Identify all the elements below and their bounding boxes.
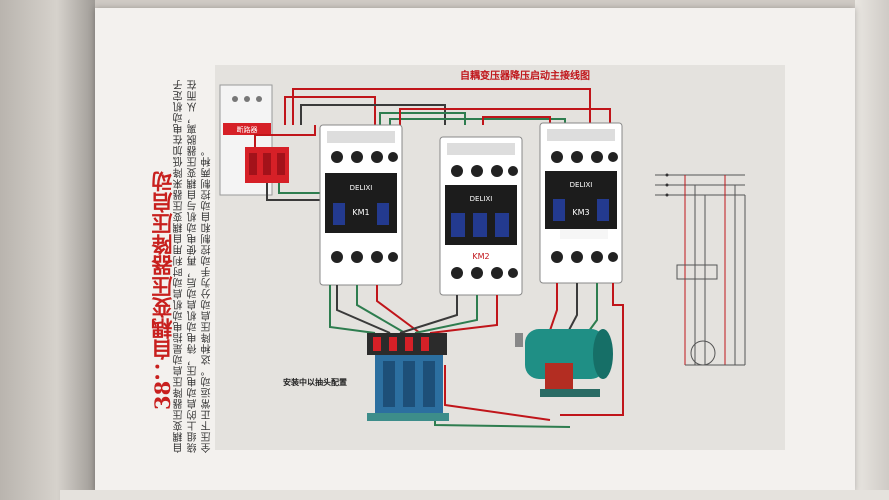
wiring-diagram: 自耦变压器降压启动主接线图 断路器	[215, 65, 785, 450]
km1-brand: DELIXI	[350, 184, 373, 192]
book-left-edge	[0, 0, 95, 500]
contactor-km1: DELIXI KM1	[319, 124, 403, 286]
schematic-diagram	[655, 174, 746, 366]
contactor-km2: DELIXI KM2	[439, 136, 523, 296]
body-text-line-2: 绕组上的启动电压，待电动机启动后，再使电动机与自耦变压器脱离，从而在	[188, 79, 199, 453]
autotransformer: 安装中以抽头配置	[283, 333, 449, 421]
km1-label: KM1	[352, 208, 369, 217]
top-bus-wires	[284, 88, 611, 125]
page-bottom-edge	[60, 490, 889, 500]
figure-title: 自耦变压器降压启动主接线图	[460, 69, 590, 82]
breaker-label: 断路器	[237, 125, 258, 134]
transformer-label: 安装中以抽头配置	[283, 377, 347, 387]
km3-brand: DELIXI	[570, 181, 593, 189]
circuit-breaker: 断路器	[219, 84, 289, 196]
lower-wires	[329, 283, 624, 428]
body-text-line-1: 自耦变压器降压启动是指电动机启动时利用自耦变压器来降低加在电动机定子	[174, 79, 185, 453]
km2-brand: DELIXI	[470, 195, 493, 203]
book-right-edge	[855, 0, 889, 500]
motor	[515, 329, 613, 397]
km3-label: KM3	[572, 208, 589, 217]
body-text-line-3: 全压下正常运动。这种降压启动分为手动控制和自动控制两种。	[202, 145, 213, 453]
km2-label: KM2	[472, 252, 489, 261]
contactor-km3: DELIXI KM3	[539, 122, 623, 284]
